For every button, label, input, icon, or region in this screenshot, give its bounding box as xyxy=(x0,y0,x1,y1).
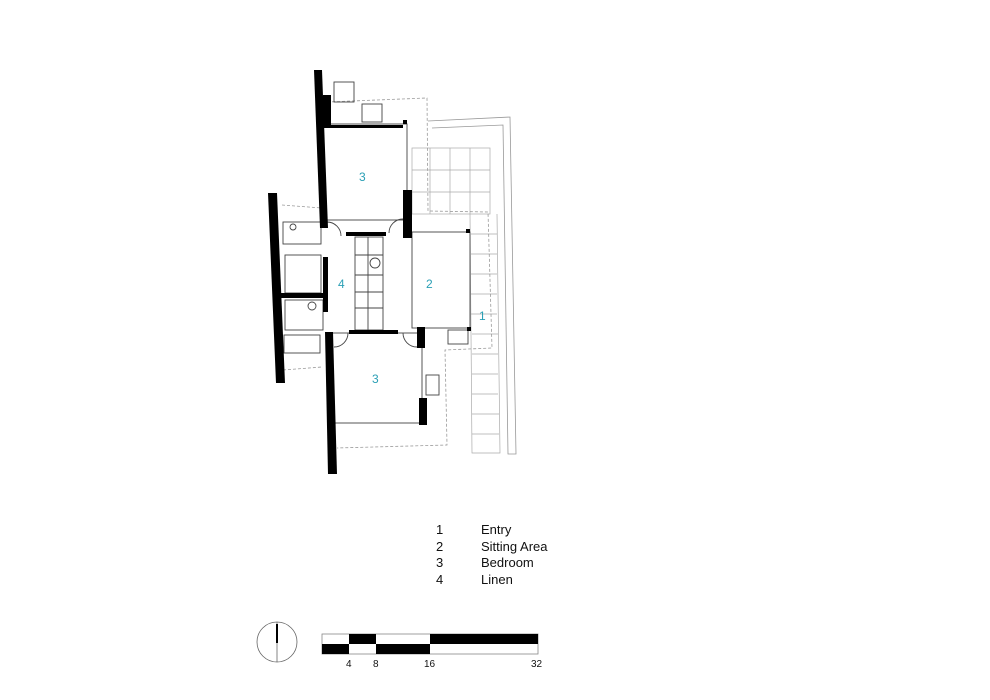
scale-bar: 4 8 16 32 xyxy=(321,633,543,670)
room-label-linen: 4 xyxy=(338,277,345,291)
legend-number: 4 xyxy=(436,572,444,588)
legend-item: 3 Bedroom xyxy=(436,555,548,572)
north-arrow-icon xyxy=(256,621,298,663)
scale-tick-4: 4 xyxy=(346,659,352,670)
legend-label: Linen xyxy=(481,572,513,588)
legend-label: Bedroom xyxy=(481,555,534,571)
legend-number: 3 xyxy=(436,555,444,571)
scale-tick-8: 8 xyxy=(373,659,379,670)
legend: 1 Entry 2 Sitting Area 3 Bedroom 4 Linen xyxy=(436,522,548,589)
scale-tick-16: 16 xyxy=(424,659,436,670)
legend-item: 2 Sitting Area xyxy=(436,539,548,556)
room-label-entry: 1 xyxy=(479,309,486,323)
legend-number: 2 xyxy=(436,538,444,554)
walls xyxy=(268,70,471,474)
legend-label: Sitting Area xyxy=(481,538,548,554)
room-label-bedroom-bottom: 3 xyxy=(372,372,379,386)
legend-label: Entry xyxy=(481,522,512,537)
scale-tick-32: 32 xyxy=(531,659,543,670)
legend-number: 1 xyxy=(436,522,444,537)
site-outline xyxy=(427,116,517,455)
legend-item: 1 Entry xyxy=(436,522,548,539)
room-label-sitting-area: 2 xyxy=(426,277,433,291)
legend-item: 4 Linen xyxy=(436,572,548,589)
room-label-bedroom-top: 3 xyxy=(359,170,366,184)
terrace-dashed-outline xyxy=(281,97,493,449)
paving-grid xyxy=(411,147,501,454)
